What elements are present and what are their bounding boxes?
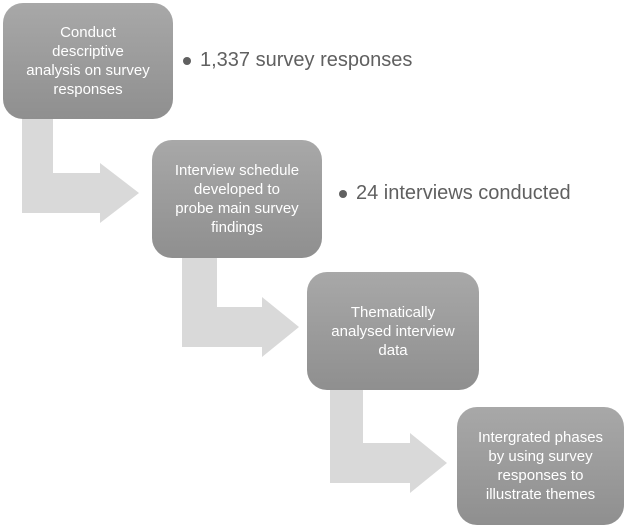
step-box-4: Intergrated phases by using survey respo…	[457, 407, 624, 525]
step-box-1: Conduct descriptive analysis on survey r…	[3, 3, 173, 119]
step-box-3: Thematically analysed interview data	[307, 272, 479, 390]
bullet-dot-icon	[183, 56, 191, 65]
elbow-arrow-3-icon	[330, 385, 447, 493]
elbow-arrow-1-icon	[22, 112, 139, 223]
note-bullet-2: 24 interviews conducted	[339, 182, 571, 205]
note-bullet-2-text: 24 interviews conducted	[356, 182, 571, 204]
step-box-2: Interview schedule developed to probe ma…	[152, 140, 322, 258]
bullet-dot-icon	[339, 189, 347, 198]
note-bullet-1-text: 1,337 survey responses	[200, 49, 413, 71]
step-box-4-label: Intergrated phases by using survey respo…	[477, 429, 604, 503]
step-box-2-label: Interview schedule developed to probe ma…	[174, 162, 300, 236]
step-box-1-label: Conduct descriptive analysis on survey r…	[26, 24, 150, 98]
step-box-3-label: Thematically analysed interview data	[331, 303, 455, 359]
elbow-arrow-2-icon	[182, 250, 299, 357]
note-bullet-1: 1,337 survey responses	[183, 49, 412, 72]
